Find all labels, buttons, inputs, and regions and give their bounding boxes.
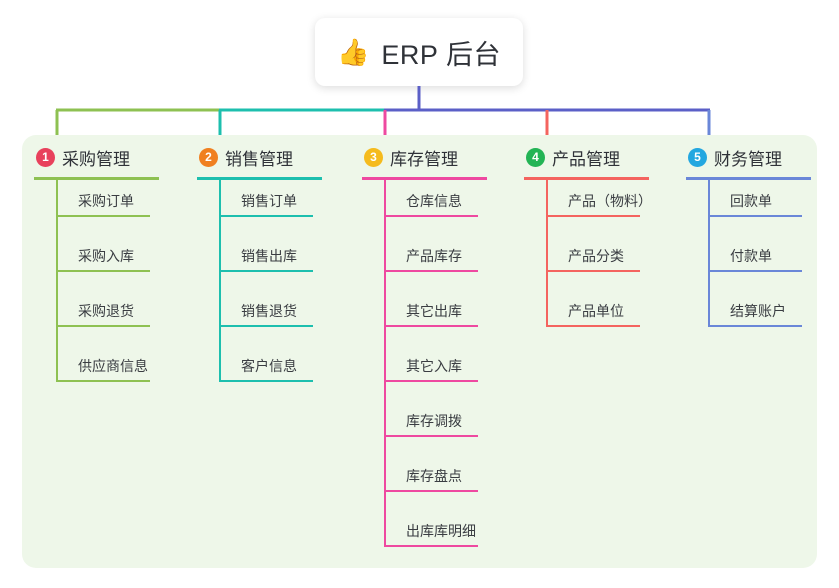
branch-item-label: 产品（物料） (568, 193, 652, 209)
branch-item-rule (546, 325, 640, 327)
branch-item-label: 销售退货 (241, 303, 297, 319)
branch-item-rule (219, 215, 313, 217)
branch-item-label: 采购退货 (78, 303, 134, 319)
branch-item-rule (56, 325, 150, 327)
branch-item-label: 产品分类 (568, 248, 624, 264)
branch-item[interactable]: 其它入库 (384, 358, 478, 382)
branch-number-badge: 5 (688, 148, 707, 167)
branch-item-rule (708, 215, 802, 217)
branch-column-库存管理: 3 库存管理仓库信息产品库存其它出库其它入库库存调拨库存盘点出库库明细 (350, 135, 510, 568)
branch-item[interactable]: 客户信息 (219, 358, 313, 382)
branch-item-label: 出库库明细 (406, 523, 476, 539)
branch-item[interactable]: 产品单位 (546, 303, 640, 327)
branch-spine (384, 177, 386, 545)
branch-item-label: 库存盘点 (406, 468, 462, 484)
branch-item[interactable]: 销售订单 (219, 193, 313, 217)
branch-item[interactable]: 仓库信息 (384, 193, 478, 217)
branch-item-rule (56, 380, 150, 382)
branch-item[interactable]: 销售出库 (219, 248, 313, 272)
branch-item[interactable]: 产品库存 (384, 248, 478, 272)
branch-header-采购管理[interactable]: 1 采购管理 (36, 145, 130, 170)
branch-item-label: 销售订单 (241, 193, 297, 209)
branch-item-label: 仓库信息 (406, 193, 462, 209)
branch-header-rule (197, 177, 322, 180)
branch-header-rule (362, 177, 487, 180)
branch-item[interactable]: 其它出库 (384, 303, 478, 327)
branch-item-rule (708, 325, 802, 327)
branch-item-rule (384, 215, 478, 217)
branch-number-badge: 1 (36, 148, 55, 167)
thumbs-up-emoji: 👍 (337, 37, 370, 67)
branch-item-rule (546, 270, 640, 272)
branch-header-rule (34, 177, 159, 180)
branch-spine (56, 177, 58, 380)
branch-item-rule (384, 545, 478, 547)
branch-column-产品管理: 4 产品管理产品（物料） 产品分类产品单位 (512, 135, 672, 568)
branch-item[interactable]: 供应商信息 (56, 358, 150, 382)
page-title: ERP 后台 (381, 39, 501, 70)
branch-item-label: 产品库存 (406, 248, 462, 264)
branch-header-财务管理[interactable]: 5 财务管理 (688, 145, 782, 170)
branch-item-rule (384, 380, 478, 382)
branch-item-label: 客户信息 (241, 358, 297, 374)
branch-item[interactable]: 回款单 (708, 193, 802, 217)
branch-header-库存管理[interactable]: 3 库存管理 (364, 145, 458, 170)
branch-item[interactable]: 采购入库 (56, 248, 150, 272)
branch-column-销售管理: 2 销售管理销售订单销售出库销售退货客户信息 (185, 135, 345, 568)
branch-column-财务管理: 5 财务管理回款单付款单结算账户 (674, 135, 834, 568)
branch-item-rule (56, 215, 150, 217)
branch-item-rule (219, 325, 313, 327)
branch-item-label: 销售出库 (241, 248, 297, 264)
branch-item-label: 产品单位 (568, 303, 624, 319)
branch-item-rule (384, 325, 478, 327)
branch-item-label: 采购入库 (78, 248, 134, 264)
branch-number-badge: 3 (364, 148, 383, 167)
branch-item-label: 付款单 (730, 248, 772, 264)
branch-item-label: 供应商信息 (78, 358, 148, 374)
branch-item-rule (219, 270, 313, 272)
branch-item-rule (708, 270, 802, 272)
branch-spine (546, 177, 548, 325)
branch-item-rule (384, 490, 478, 492)
branch-title: 财务管理 (714, 150, 782, 169)
branch-item[interactable]: 结算账户 (708, 303, 802, 327)
branch-item[interactable]: 采购退货 (56, 303, 150, 327)
branch-item-label: 采购订单 (78, 193, 134, 209)
branch-item[interactable]: 采购订单 (56, 193, 150, 217)
branch-spine (219, 177, 221, 380)
branch-item[interactable]: 产品分类 (546, 248, 640, 272)
branch-spine (708, 177, 710, 325)
branch-item-label: 库存调拨 (406, 413, 462, 429)
branch-item[interactable]: 库存盘点 (384, 468, 478, 492)
branches-panel: 1 采购管理采购订单采购入库采购退货供应商信息 2 销售管理销售订单销售出库销售退货客… (22, 135, 817, 568)
branch-item-rule (546, 215, 640, 217)
branch-title: 库存管理 (390, 150, 458, 169)
branch-item-label: 其它入库 (406, 358, 462, 374)
branch-item-rule (384, 270, 478, 272)
branch-column-采购管理: 1 采购管理采购订单采购入库采购退货供应商信息 (22, 135, 182, 568)
branch-item-rule (384, 435, 478, 437)
branch-item[interactable]: 库存调拨 (384, 413, 478, 437)
branch-title: 采购管理 (62, 150, 130, 169)
branch-item-label: 其它出库 (406, 303, 462, 319)
branch-header-销售管理[interactable]: 2 销售管理 (199, 145, 293, 170)
branch-header-产品管理[interactable]: 4 产品管理 (526, 145, 620, 170)
branch-item-label: 结算账户 (730, 303, 786, 319)
branch-title: 产品管理 (552, 150, 620, 169)
branch-item-rule (219, 380, 313, 382)
branch-item[interactable]: 销售退货 (219, 303, 313, 327)
branch-number-badge: 2 (199, 148, 218, 167)
branch-item[interactable]: 出库库明细 (384, 523, 478, 547)
branch-header-rule (686, 177, 811, 180)
branch-item-label: 回款单 (730, 193, 772, 209)
branch-title: 销售管理 (225, 150, 293, 169)
branch-item[interactable]: 产品（物料） (546, 193, 652, 217)
branch-item-rule (56, 270, 150, 272)
root-title-card[interactable]: 👍 ERP 后台 (315, 18, 523, 86)
branch-item[interactable]: 付款单 (708, 248, 802, 272)
branch-number-badge: 4 (526, 148, 545, 167)
branch-header-rule (524, 177, 649, 180)
